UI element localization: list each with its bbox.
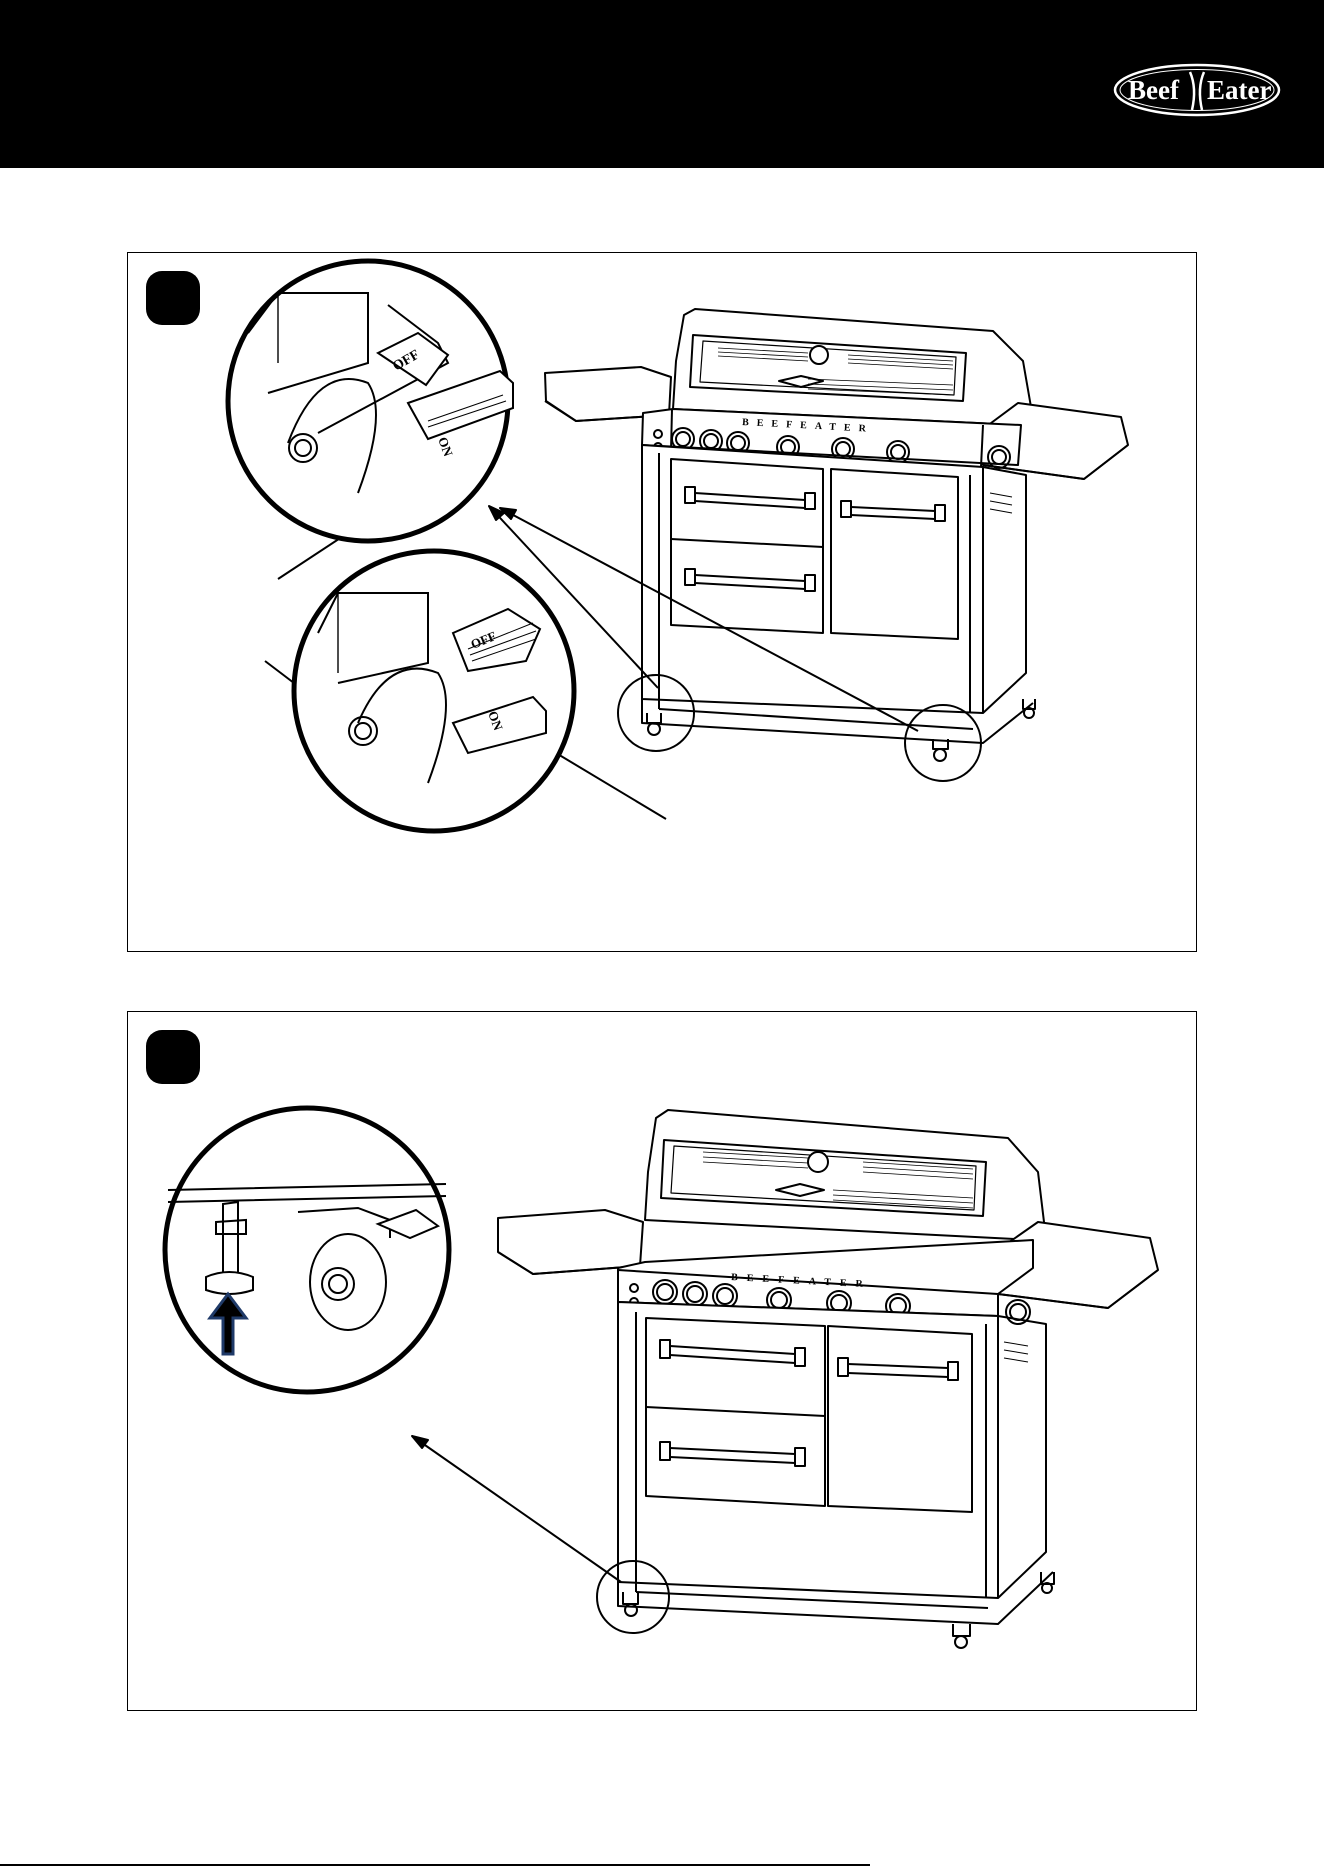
leveling-foot-illustration: BEEFEATER: [128, 1012, 1196, 1710]
callout-brake-off: [294, 551, 574, 831]
footer-rule: [0, 1864, 870, 1866]
castor-lock-illustration: BEEFEATER OFF ON OFF ON: [128, 253, 1196, 951]
step-panel-2: BEEFEATER: [127, 1011, 1197, 1711]
logo-text-beef: Beef: [1128, 75, 1180, 105]
page-header: Beef Eater: [0, 0, 1324, 168]
callout-brake-on: [228, 261, 513, 541]
callout-leveling-foot: [165, 1108, 449, 1392]
beefeater-logo: Beef Eater: [1112, 62, 1282, 118]
logo-text-eater: Eater: [1207, 75, 1271, 105]
footer-code: [916, 1857, 1036, 1867]
step-panel-1: BEEFEATER OFF ON OFF ON: [127, 252, 1197, 952]
